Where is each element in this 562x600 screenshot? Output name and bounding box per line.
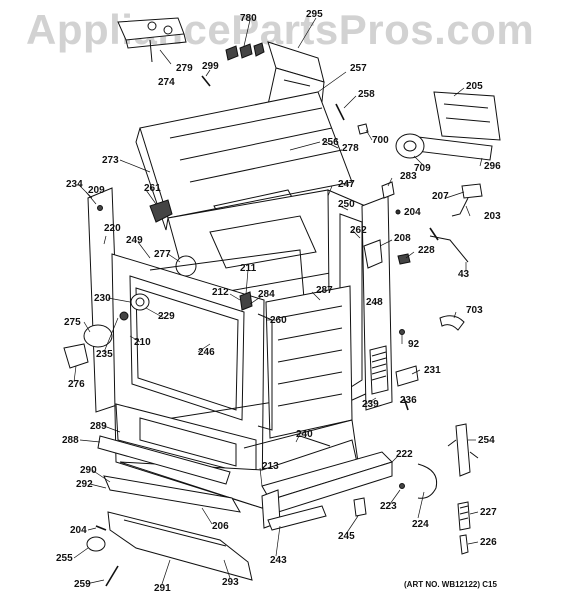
callout-label: 226 (480, 537, 497, 548)
bolt-part (403, 397, 409, 411)
cooktop-panel-part (135, 91, 353, 231)
callout-label: 295 (306, 9, 323, 20)
callout-label: 230 (94, 293, 111, 304)
watermark-text: AppliancePartsPros.com (26, 6, 535, 53)
hinge-cover-part (63, 324, 113, 369)
callout-label: 299 (202, 61, 219, 72)
burner-manifold-part (117, 17, 187, 63)
rear-panel-part (395, 91, 501, 161)
callout-label: 289 (90, 421, 107, 432)
callout-label: 292 (76, 479, 93, 490)
callout-label: 220 (104, 223, 121, 234)
clip-part (357, 123, 369, 135)
callout-label: 255 (56, 553, 73, 564)
callout-label: 274 (158, 77, 175, 88)
callout-label: 246 (198, 347, 215, 358)
callout-label: 290 (80, 465, 97, 476)
callout-label: 223 (380, 501, 397, 512)
oven-burner-part (119, 293, 150, 321)
callout-label: 245 (338, 531, 355, 542)
callout-label: 262 (350, 225, 367, 236)
callout-label: 261 (144, 183, 161, 194)
callout-label: 213 (262, 461, 279, 472)
callout-label: 235 (96, 349, 113, 360)
callout-label: 205 (466, 81, 483, 92)
callout-label: 283 (400, 171, 417, 182)
callout-label: 709 (414, 163, 431, 174)
callout-label: 250 (338, 199, 355, 210)
art-number-caption: (ART NO. WB12122) C15 (404, 580, 497, 589)
callout-label: 249 (126, 235, 143, 246)
callout-label: 259 (74, 579, 91, 590)
callout-label: 210 (134, 337, 151, 348)
small-clip-part (397, 253, 411, 265)
callout-label: 278 (342, 143, 359, 154)
callout-label: 700 (372, 135, 389, 146)
curved-bracket-part (439, 315, 465, 331)
callout-label: 203 (484, 211, 501, 222)
callout-label: 234 (66, 179, 83, 190)
callout-label: 222 (396, 449, 413, 460)
callout-label: 204 (404, 207, 421, 218)
door-hinge-part (447, 423, 479, 555)
callout-label: 257 (350, 63, 367, 74)
callout-label: 291 (154, 583, 171, 594)
callout-label: 227 (480, 507, 497, 518)
callout-label: 224 (412, 519, 429, 530)
burner-tube-part (261, 451, 438, 529)
callout-label: 703 (466, 305, 483, 316)
callout-label: 92 (408, 339, 420, 350)
screw-part (399, 329, 405, 335)
callout-label: 204 (70, 525, 87, 536)
callout-label: 243 (270, 555, 287, 566)
callout-label: 206 (212, 521, 229, 532)
callout-label: 236 (400, 395, 417, 406)
callout-label: 211 (240, 263, 257, 274)
callout-label: 43 (458, 269, 470, 280)
callout-label: 209 (88, 185, 105, 196)
callout-label: 229 (158, 311, 175, 322)
callout-label: 275 (64, 317, 81, 328)
callout-label: 287 (316, 285, 333, 296)
callout-label: 296 (484, 161, 501, 172)
callout-label: 277 (154, 249, 171, 260)
broiler-drawer-part (97, 435, 331, 581)
small-bracket-part (149, 199, 173, 223)
oven-body-frame (111, 189, 371, 509)
callout-label: 276 (68, 379, 85, 390)
callout-label: 247 (338, 179, 355, 190)
callout-label: 780 (240, 13, 257, 24)
callout-label: 240 (296, 429, 313, 440)
callout-label: 256 (322, 137, 339, 148)
bracket-set-part (225, 42, 265, 61)
callout-label: 284 (258, 289, 275, 300)
callout-label: 207 (432, 191, 449, 202)
screw-part (201, 75, 211, 87)
callout-label: 279 (176, 63, 193, 74)
callout-label: 293 (222, 577, 239, 588)
mounting-bracket-part (395, 365, 419, 387)
callout-label: 231 (424, 365, 441, 376)
callout-label: 258 (358, 89, 375, 100)
callout-label: 288 (62, 435, 79, 446)
callout-label: 228 (418, 245, 435, 256)
leveling-foot-part (86, 525, 119, 587)
callout-label: 254 (478, 435, 495, 446)
right-side-panel-part (361, 195, 393, 411)
hardware-part (335, 103, 345, 121)
lower-rail-part (267, 497, 367, 531)
callout-label: 212 (212, 287, 229, 298)
callout-label: 273 (102, 155, 119, 166)
callout-label: 208 (394, 233, 411, 244)
leader-lines (73, 17, 483, 585)
callout-label: 239 (362, 399, 379, 410)
callout-label: 260 (270, 315, 287, 326)
callout-label: 248 (366, 297, 383, 308)
